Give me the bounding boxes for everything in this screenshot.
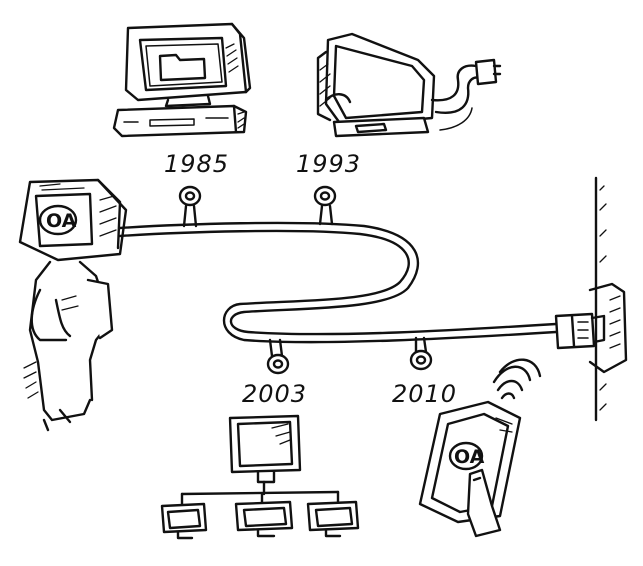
crt-terminal-icon [316, 32, 502, 138]
year-label-1985: 1985 [164, 150, 229, 178]
phone-oa-badge: OA [448, 441, 485, 471]
timeline-node-1993 [313, 185, 337, 207]
year-label-1993: 1993 [296, 150, 361, 178]
wall-socket-icon [554, 176, 628, 422]
desktop-computer-icon [112, 22, 252, 138]
timeline-node-1985 [178, 185, 202, 207]
timeline-cable [118, 204, 558, 358]
timeline-node-2010 [409, 349, 433, 371]
timeline-node-2003 [266, 353, 290, 375]
oa-head-person-icon: OA [18, 178, 128, 432]
year-label-2010: 2010 [392, 380, 457, 408]
year-label-2003: 2003 [242, 380, 307, 408]
networked-computers-icon [160, 414, 360, 540]
oa-badge-label: OA [46, 210, 77, 232]
oa-badge: OA [38, 204, 78, 236]
wifi-signal-icon [492, 358, 542, 400]
phone-oa-badge-label: OA [454, 446, 485, 468]
smartphone-icon: OA [418, 400, 522, 538]
